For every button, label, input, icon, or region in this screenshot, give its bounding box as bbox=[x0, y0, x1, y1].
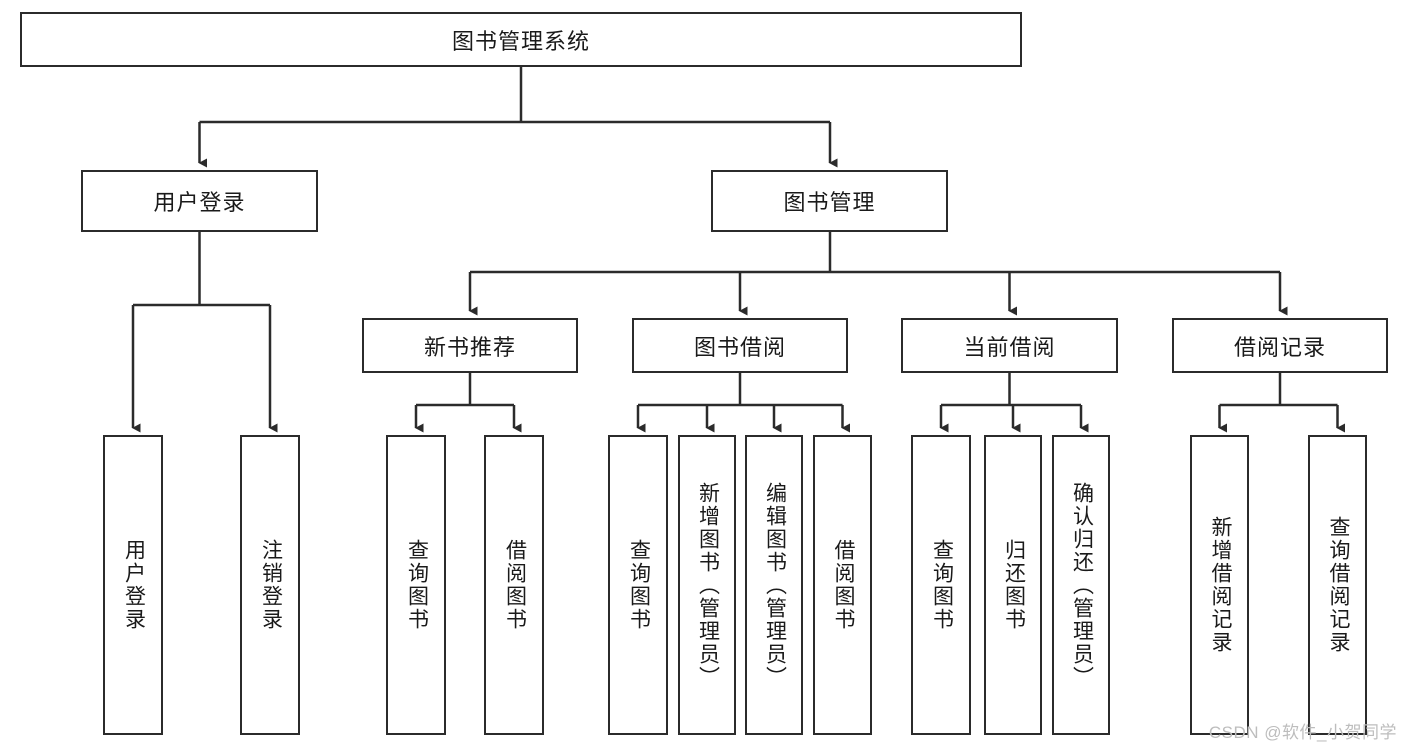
leaf-node[interactable]: 借阅图书 bbox=[813, 435, 872, 735]
leaf-node-label: 新增借阅记录 bbox=[1208, 516, 1232, 654]
leaf-node[interactable]: 查询图书 bbox=[386, 435, 446, 735]
leaf-node-label: 确认归还（管理员） bbox=[1070, 481, 1094, 689]
node-root[interactable]: 图书管理系统 bbox=[20, 12, 1022, 67]
leaf-node[interactable]: 查询图书 bbox=[608, 435, 668, 735]
leaf-node[interactable]: 新增借阅记录 bbox=[1190, 435, 1249, 735]
watermark: CSDN @软件_小贺同学 bbox=[1208, 723, 1397, 742]
leaf-node-label: 查询图书 bbox=[627, 539, 651, 631]
leaf-node[interactable]: 确认归还（管理员） bbox=[1052, 435, 1110, 735]
leaf-node-label: 查询图书 bbox=[930, 539, 954, 631]
leaf-node[interactable]: 用户登录 bbox=[103, 435, 163, 735]
leaf-node-label: 注销登录 bbox=[259, 539, 283, 631]
leaf-node[interactable]: 注销登录 bbox=[240, 435, 300, 735]
node-book-borrow-label: 图书借阅 bbox=[693, 334, 786, 360]
node-book-management[interactable]: 图书管理 bbox=[711, 170, 948, 232]
leaf-node-label: 查询图书 bbox=[405, 539, 429, 631]
leaf-node[interactable]: 归还图书 bbox=[984, 435, 1042, 735]
leaf-node-label: 查询借阅记录 bbox=[1326, 516, 1350, 654]
node-borrow-record-label: 借阅记录 bbox=[1233, 334, 1326, 360]
node-root-label: 图书管理系统 bbox=[451, 28, 590, 54]
leaf-node[interactable]: 查询借阅记录 bbox=[1308, 435, 1367, 735]
leaf-node-label: 用户登录 bbox=[122, 539, 146, 631]
leaf-node-label: 编辑图书（管理员） bbox=[763, 481, 787, 689]
leaf-node[interactable]: 借阅图书 bbox=[484, 435, 544, 735]
node-current-borrow[interactable]: 当前借阅 bbox=[901, 318, 1118, 373]
node-user-login[interactable]: 用户登录 bbox=[81, 170, 318, 232]
leaf-node-label: 借阅图书 bbox=[503, 539, 527, 631]
node-current-borrow-label: 当前借阅 bbox=[963, 334, 1056, 360]
node-borrow-record[interactable]: 借阅记录 bbox=[1172, 318, 1388, 373]
leaf-node-label: 新增图书（管理员） bbox=[696, 481, 720, 689]
leaf-node-label: 借阅图书 bbox=[831, 539, 855, 631]
node-book-management-label: 图书管理 bbox=[783, 190, 876, 215]
leaf-node[interactable]: 查询图书 bbox=[911, 435, 971, 735]
leaf-node-label: 归还图书 bbox=[1002, 539, 1026, 631]
leaf-node[interactable]: 编辑图书（管理员） bbox=[745, 435, 803, 735]
node-new-book-recommend[interactable]: 新书推荐 bbox=[362, 318, 578, 373]
node-user-login-label: 用户登录 bbox=[153, 190, 246, 215]
leaf-node[interactable]: 新增图书（管理员） bbox=[678, 435, 736, 735]
node-book-borrow[interactable]: 图书借阅 bbox=[632, 318, 848, 373]
node-new-book-recommend-label: 新书推荐 bbox=[423, 334, 516, 360]
